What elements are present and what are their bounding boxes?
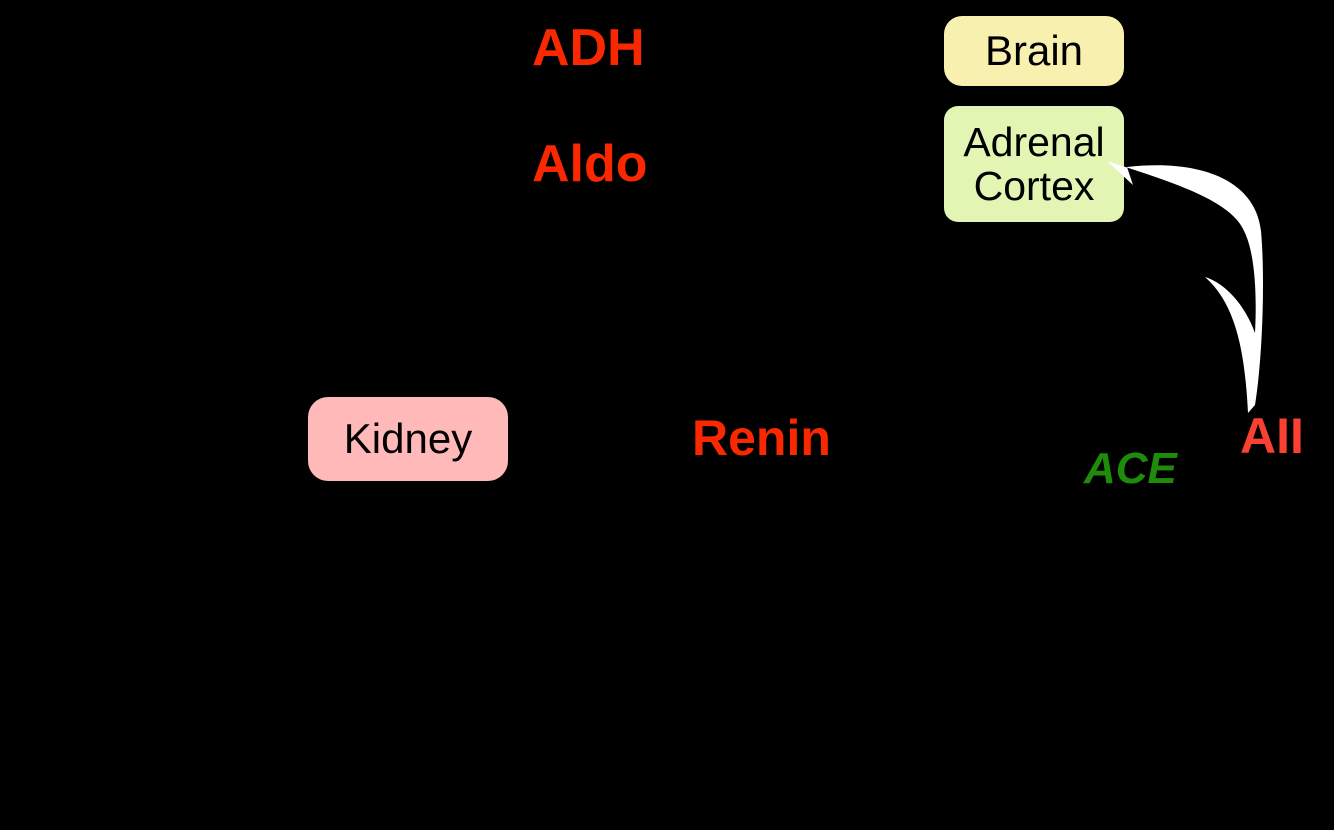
arrow-aii-to-adrenal-cortex — [1107, 161, 1263, 413]
label-aii: AII — [1240, 408, 1304, 464]
node-kidney[interactable]: Kidney — [308, 397, 508, 481]
node-brain-label: Brain — [984, 27, 1084, 75]
label-renin: Renin — [692, 410, 831, 466]
label-adh: ADH — [532, 19, 645, 77]
node-brain[interactable]: Brain — [944, 16, 1124, 86]
node-adrenal-cortex[interactable]: Adrenal Cortex — [944, 106, 1124, 222]
label-ace: ACE — [1084, 444, 1177, 493]
node-adrenal-cortex-label: Adrenal Cortex — [963, 118, 1105, 209]
node-kidney-label: Kidney — [343, 415, 473, 463]
label-aldo: Aldo — [532, 135, 648, 193]
